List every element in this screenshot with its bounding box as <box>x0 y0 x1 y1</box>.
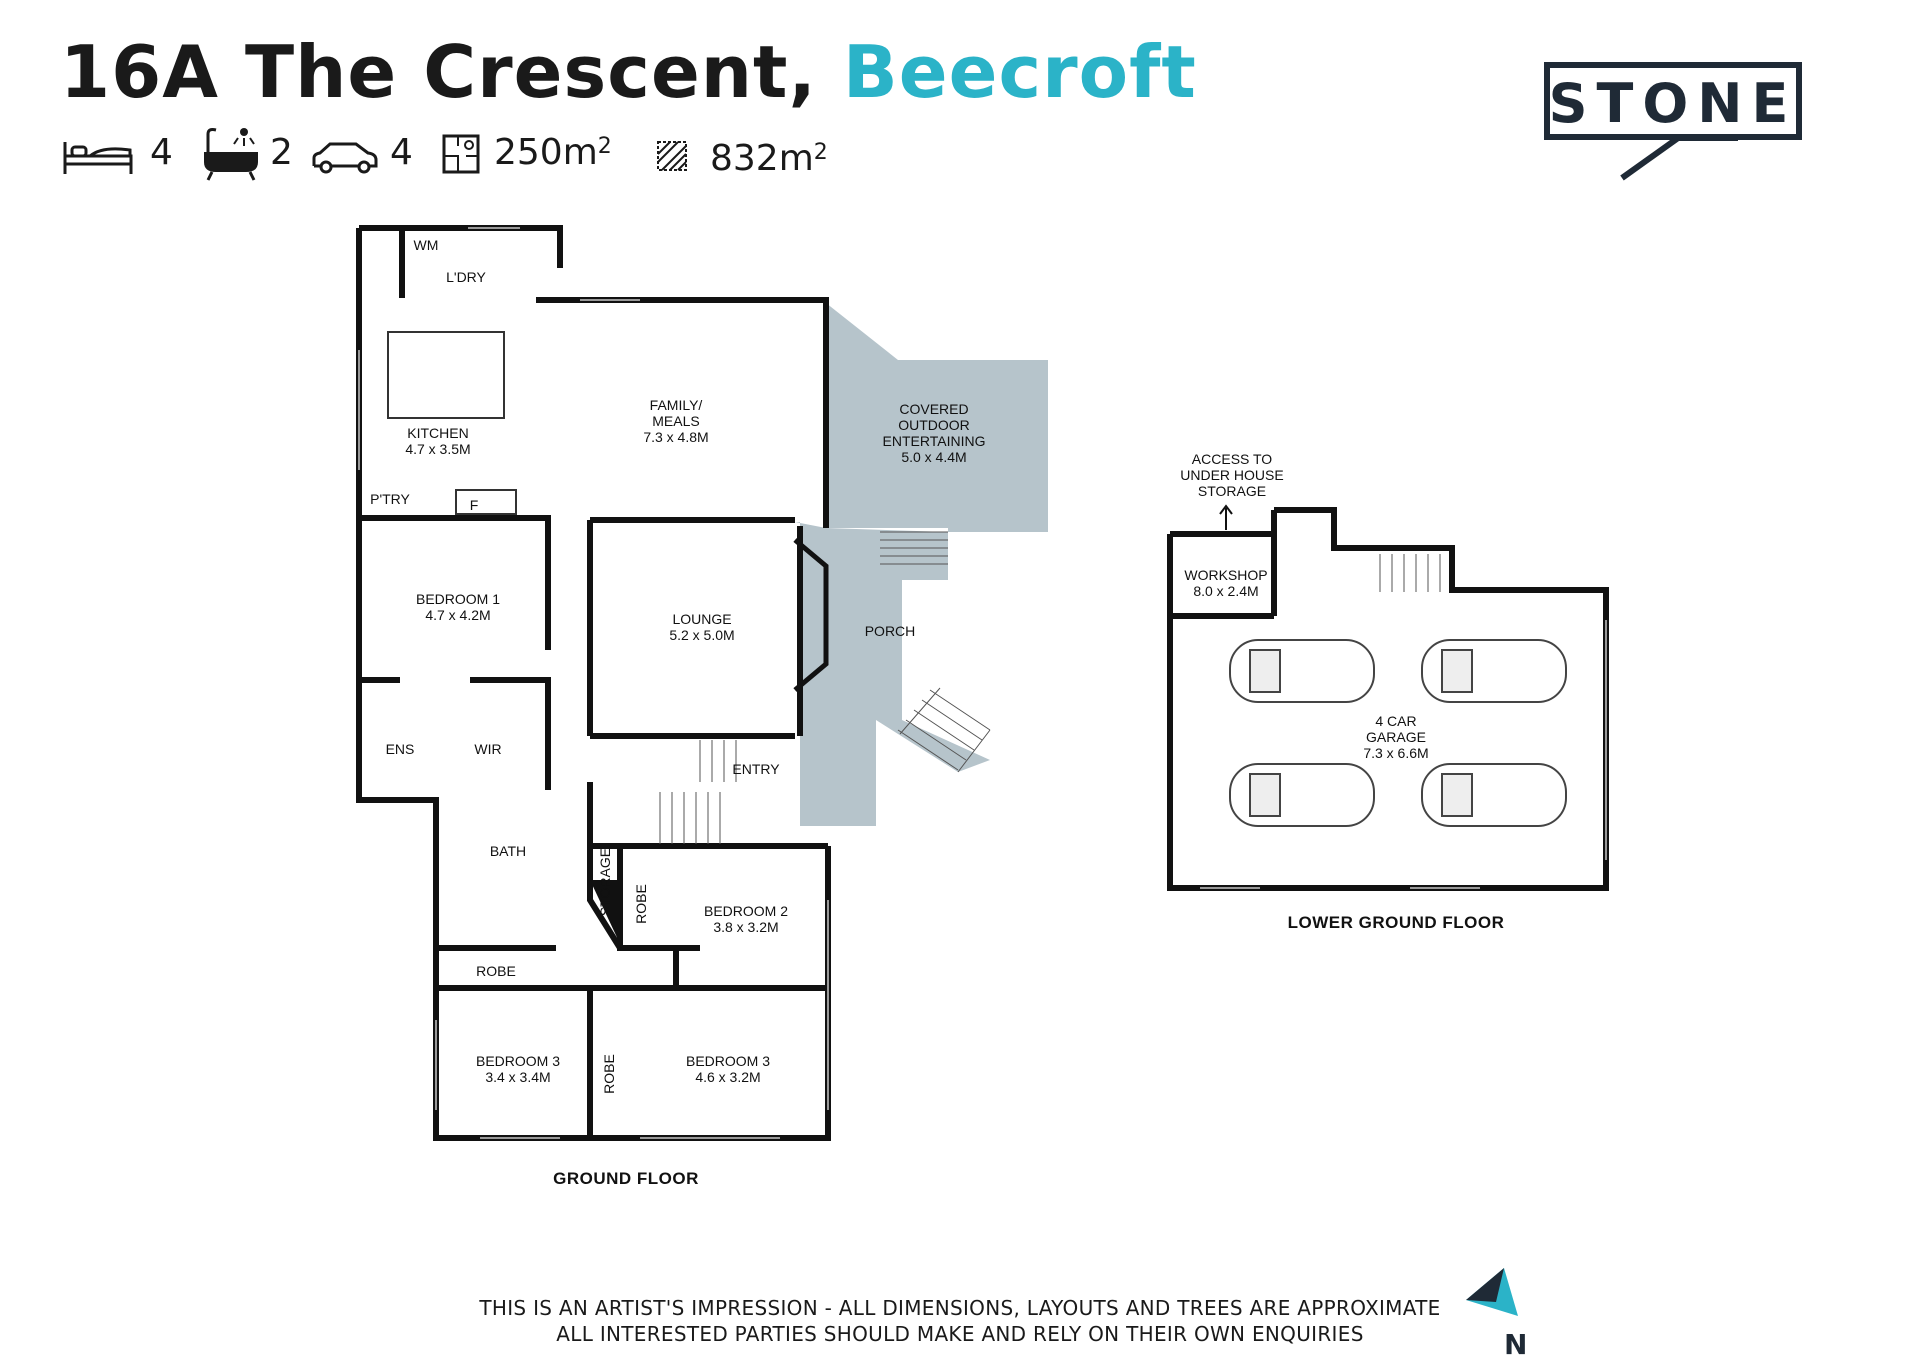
lower-floor-walls <box>1167 507 1609 891</box>
outdoor-label: OUTDOOR <box>898 417 970 433</box>
garage-label-1: 4 CAR <box>1375 713 1416 729</box>
address-suburb: Beecroft <box>842 30 1197 114</box>
address-street: 16A The Crescent, <box>60 30 817 114</box>
lower-floor-label: LOWER GROUND FLOOR <box>1288 913 1505 932</box>
fridge-label: F <box>470 497 479 513</box>
storage-label: STORAGE <box>597 848 613 916</box>
bedroom3b-label: BEDROOM 3 <box>686 1053 770 1069</box>
fridge-box <box>455 489 517 515</box>
kitchen-label: KITCHEN <box>407 425 468 441</box>
robe-bed3b-label: ROBE <box>601 1054 617 1094</box>
disclaimer-line-2: ALL INTERESTED PARTIES SHOULD MAKE AND R… <box>556 1322 1364 1346</box>
stone-logo: STONE <box>1548 72 1798 135</box>
car-icon <box>312 142 378 174</box>
pantry-label: P'TRY <box>370 491 410 507</box>
bedroom3a-label: BEDROOM 3 <box>476 1053 560 1069</box>
bath-label: BATH <box>490 843 526 859</box>
access-label-2: UNDER HOUSE <box>1180 467 1283 483</box>
house-area-value: 250m <box>494 132 598 173</box>
ensuite-label: ENS <box>386 741 415 757</box>
house-area-unit: 2 <box>597 134 612 159</box>
robe-bed3a-label: ROBE <box>476 963 516 979</box>
house-area: 250m2 <box>494 132 612 173</box>
porch-area <box>795 522 990 826</box>
wir-label: WIR <box>474 741 501 757</box>
logo-frame <box>1544 62 1802 140</box>
bath-icon <box>204 128 258 181</box>
logo-tail <box>1620 135 1738 181</box>
lower-stairs <box>1379 554 1441 592</box>
family-label: FAMILY/ <box>650 397 703 413</box>
lounge-label: LOUNGE <box>672 611 731 627</box>
covered-dim: 5.0 x 4.4M <box>901 449 966 465</box>
ground-stairs <box>659 740 737 844</box>
bedroom3a-dim: 3.4 x 3.4M <box>485 1069 550 1085</box>
entertaining-label: ENTERTAINING <box>883 433 986 449</box>
north-arrow-icon <box>1466 1268 1518 1316</box>
garage-dim: 7.3 x 6.6M <box>1363 745 1428 761</box>
bedroom-count: 4 <box>150 132 173 173</box>
lounge-bay <box>793 538 829 692</box>
workshop-dim: 8.0 x 2.4M <box>1193 583 1258 599</box>
kitchen-bench <box>387 331 505 419</box>
wm-label: WM <box>414 237 439 253</box>
land-area-value: 832m <box>710 138 814 179</box>
bed-icon <box>63 142 133 174</box>
windows <box>358 227 829 1139</box>
property-address: 16A The Crescent, Beecroft <box>60 30 1197 114</box>
access-label-1: ACCESS TO <box>1192 451 1273 467</box>
meals-label: MEALS <box>652 413 699 429</box>
bedroom2-dim: 3.8 x 3.2M <box>713 919 778 935</box>
robe-bed2-label: ROBE <box>633 884 649 924</box>
ground-floor-walls <box>356 225 831 1141</box>
porch-stairs <box>880 531 991 773</box>
porch-label: PORCH <box>865 623 916 639</box>
kitchen-dim: 4.7 x 3.5M <box>405 441 470 457</box>
workshop-label: WORKSHOP <box>1184 567 1267 583</box>
land-area: 832m2 <box>710 138 828 179</box>
bedroom1-label: BEDROOM 1 <box>416 591 500 607</box>
garage-label-2: GARAGE <box>1366 729 1426 745</box>
floorplan-icon <box>442 134 480 174</box>
covered-outdoor-area <box>826 303 1048 532</box>
land-area-icon <box>657 141 687 171</box>
north-label: N <box>1504 1328 1528 1361</box>
covered-label: COVERED <box>899 401 968 417</box>
access-label-3: STORAGE <box>1198 483 1266 499</box>
land-area-unit: 2 <box>813 140 828 165</box>
bedroom1-dim: 4.7 x 4.2M <box>425 607 490 623</box>
access-arrow-icon <box>1219 504 1233 530</box>
bedroom2-label: BEDROOM 2 <box>704 903 788 919</box>
bedroom3b-dim: 4.6 x 3.2M <box>695 1069 760 1085</box>
garage-cars <box>1229 639 1567 827</box>
entry-label: ENTRY <box>732 761 780 777</box>
lounge-dim: 5.2 x 5.0M <box>669 627 734 643</box>
car-space-count: 4 <box>390 132 413 173</box>
ground-floor-label: GROUND FLOOR <box>553 1169 699 1188</box>
storage-wedge <box>590 880 622 948</box>
family-dim: 7.3 x 4.8M <box>643 429 708 445</box>
lower-windows <box>1200 620 1607 889</box>
laundry-label: L'DRY <box>446 269 486 285</box>
disclaimer-line-1: THIS IS AN ARTIST'S IMPRESSION - ALL DIM… <box>479 1296 1441 1320</box>
bathroom-count: 2 <box>270 132 293 173</box>
